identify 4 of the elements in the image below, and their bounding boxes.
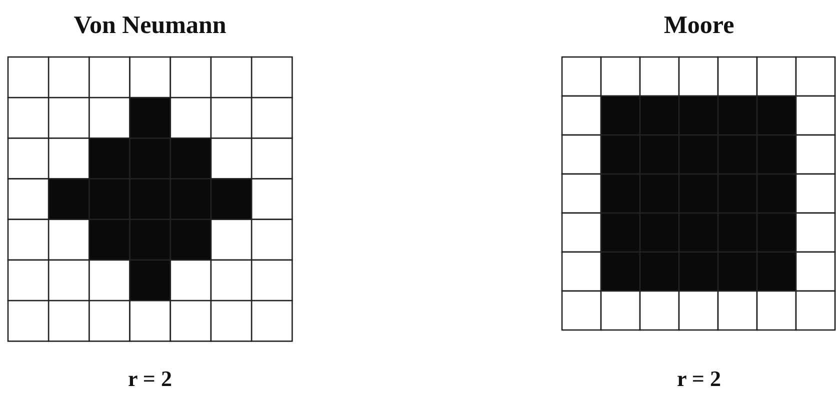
grid-title: Moore (664, 12, 734, 40)
radius-label: r = 2 (677, 366, 721, 392)
radius-label: r = 2 (128, 366, 172, 392)
grid-title: Von Neumann (74, 12, 226, 40)
